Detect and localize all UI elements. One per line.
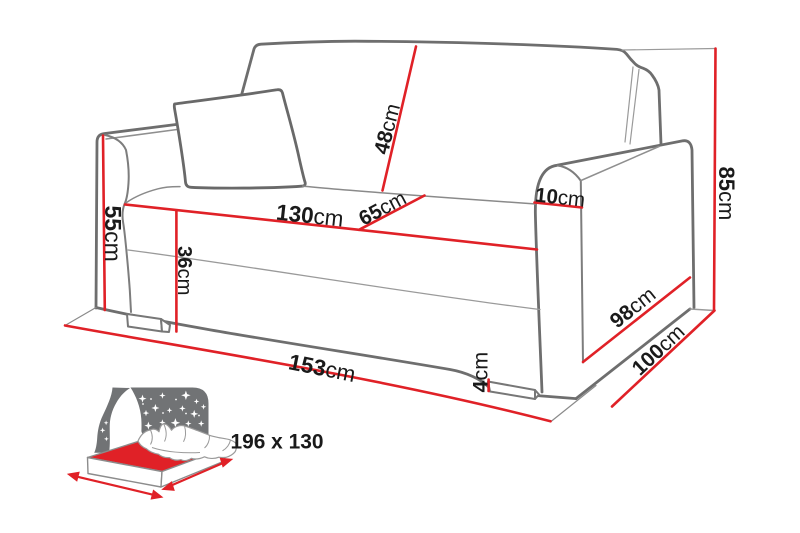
svg-text:55cm: 55cm <box>100 206 126 262</box>
svg-text:4cm: 4cm <box>469 352 493 393</box>
svg-text:36cm: 36cm <box>173 246 195 295</box>
svg-text:85cm: 85cm <box>714 167 739 221</box>
svg-text:196 x 130: 196 x 130 <box>231 430 324 454</box>
svg-text:10cm: 10cm <box>534 184 586 212</box>
